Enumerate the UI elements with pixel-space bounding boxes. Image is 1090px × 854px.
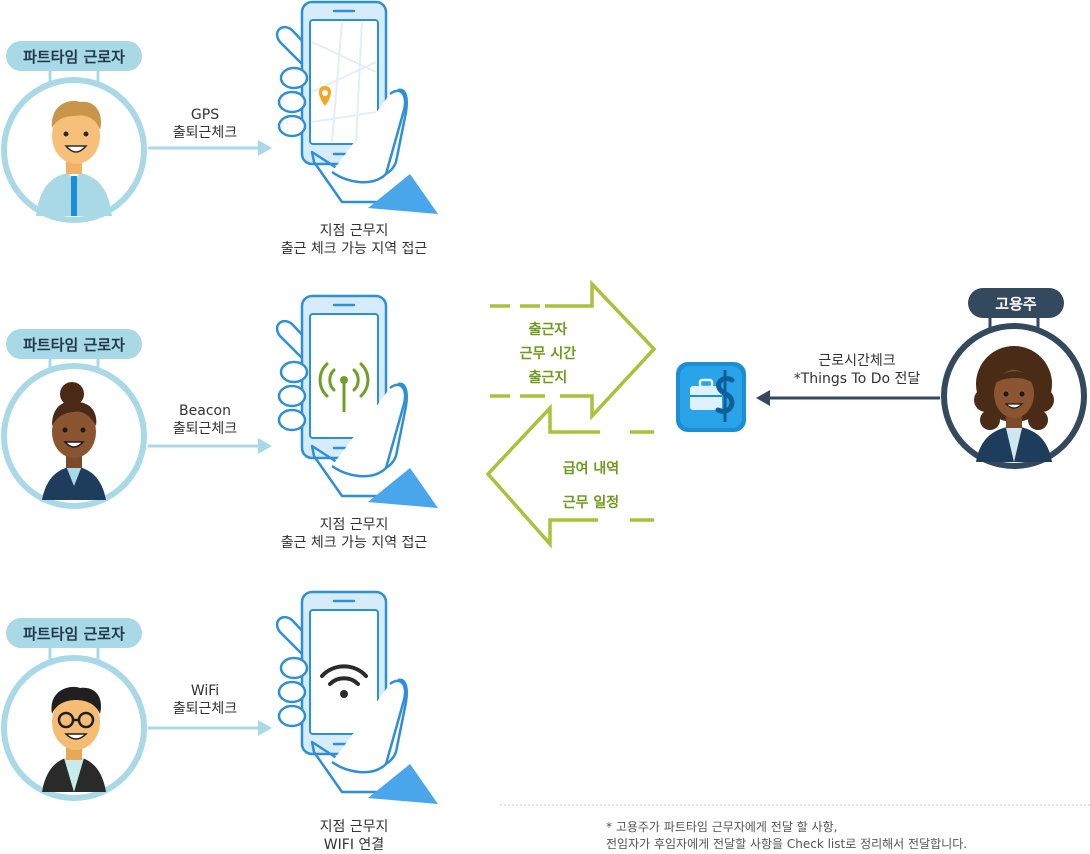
phone-gps xyxy=(275,0,440,216)
to-app-item: 출근자 xyxy=(528,322,568,338)
employer-line: *Things To Do 전달 xyxy=(793,371,921,387)
footnote-line: * 고용주가 파트타임 근무자에게 전달 할 사항, xyxy=(606,820,838,834)
location-line: 출근 체크 가능 지역 접근 xyxy=(280,241,428,257)
arrow-from-app xyxy=(485,403,654,549)
method-wifi: WiFi 출퇴근체크 xyxy=(173,682,237,718)
worker-tag-beacon: 파트타임 근로자 xyxy=(6,329,142,359)
location-line: 지점 근무지 xyxy=(319,517,389,533)
worker-arrows xyxy=(148,140,272,736)
worker-tag-gps: 파트타임 근로자 xyxy=(6,41,142,71)
to-app-item: 출근지 xyxy=(528,370,568,386)
avatar-woman-bun xyxy=(42,382,106,500)
to-app-labels: 출근자 근무 시간 출근지 xyxy=(520,318,576,390)
location-wifi: 지점 근무지 WIFI 연결 xyxy=(320,818,389,854)
employer-arrow xyxy=(756,390,940,406)
employer-tag: 고용주 xyxy=(968,288,1064,318)
employer-action: 근로시간체크 *Things To Do 전달 xyxy=(794,352,921,388)
from-app-item: 급여 내역 xyxy=(562,461,620,477)
method-beacon: Beacon 출퇴근체크 xyxy=(173,402,237,438)
method-label: WiFi xyxy=(190,683,220,699)
action-label: 출퇴근체크 xyxy=(172,421,238,437)
arrow-to-app xyxy=(490,279,657,421)
action-label: 출퇴근체크 xyxy=(172,701,238,717)
footnote-line: 전임자가 후임자에게 전달할 사항을 Check list로 정리해서 전달합니… xyxy=(606,837,968,851)
location-line: 지점 근무지 xyxy=(319,223,389,239)
phone-wifi xyxy=(275,590,440,806)
location-line: 출근 체크 가능 지역 접근 xyxy=(280,535,428,551)
action-label: 출퇴근체크 xyxy=(172,125,238,141)
method-label: Beacon xyxy=(179,403,231,419)
method-label: GPS xyxy=(190,107,220,123)
worker-tag-wifi: 파트타임 근로자 xyxy=(6,618,142,648)
location-beacon: 지점 근무지 출근 체크 가능 지역 접근 xyxy=(281,516,428,552)
avatar-woman-curly xyxy=(974,346,1054,462)
to-app-item: 근무 시간 xyxy=(519,346,577,362)
location-gps: 지점 근무지 출근 체크 가능 지역 접근 xyxy=(281,222,428,258)
avatar-man-glasses xyxy=(42,686,106,792)
employer-line: 근로시간체크 xyxy=(818,353,896,369)
footnote: * 고용주가 파트타임 근무자에게 전달 할 사항, 전임자가 후임자에게 전달… xyxy=(606,819,967,853)
phone-beacon xyxy=(275,294,440,510)
method-gps: GPS 출퇴근체크 xyxy=(173,106,237,142)
from-app-labels: 급여 내역 근무 일정 xyxy=(563,452,619,520)
location-line: WIFI 연결 xyxy=(323,837,385,853)
location-line: 지점 근무지 xyxy=(319,819,389,835)
avatar-man-tie xyxy=(36,100,112,216)
from-app-item: 근무 일정 xyxy=(562,495,620,511)
app-icon xyxy=(676,362,746,432)
